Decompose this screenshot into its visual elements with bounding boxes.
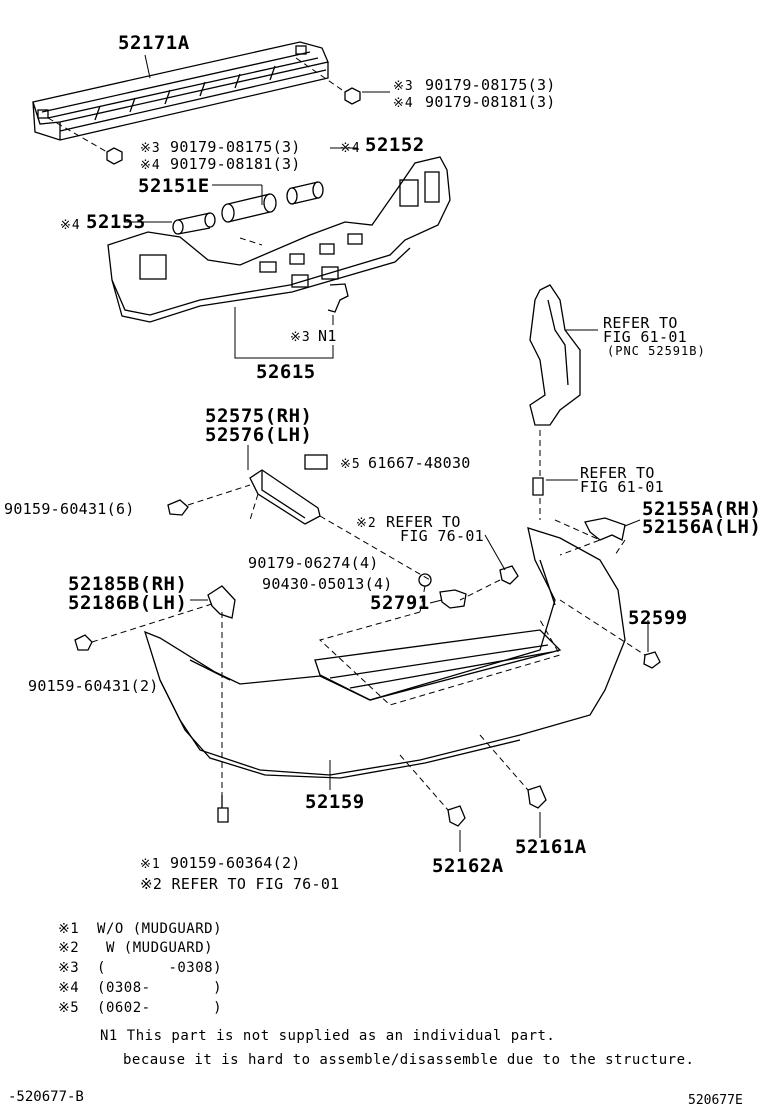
mark-3: ※3: [393, 79, 414, 94]
bracket-52185b-drawing: [207, 585, 236, 619]
ref-fig76-bottom: ※2 REFER TO FIG 76-01: [140, 875, 340, 893]
ref-fig61-b-line1: REFER TO: [580, 464, 655, 482]
fastener-label-left-2: 90179-08181(3): [170, 155, 301, 173]
clip-52791-drawing: [439, 589, 467, 609]
fastener-label-90159-60431-2: 90159-60431(2): [28, 677, 159, 695]
absorber-52615-drawing: [107, 156, 451, 323]
side-retainer-fig61-drawing: [529, 284, 581, 426]
ref-fig76-line2: FIG 76-01: [400, 527, 484, 545]
part-label-52615: 52615: [256, 361, 316, 383]
part-label-52153: 52153: [86, 211, 146, 233]
legend-4: ※4 (0308- ): [58, 980, 223, 996]
mark-3: ※3: [140, 141, 161, 156]
bracket-52575-drawing: [249, 469, 321, 525]
fastener-label-90159-60431-6: 90159-60431(6): [4, 500, 135, 518]
bumper-cover-52159-drawing: [143, 527, 626, 779]
legend-3: ※3 ( -0308): [58, 960, 223, 976]
fastener-label-90179-06274: 90179-06274(4): [248, 554, 379, 572]
ref-fig61-a-line3: (PNC 52591B): [607, 344, 706, 358]
legend-1: ※1 W/O (MUDGUARD): [58, 921, 223, 937]
part-label-52151e: 52151E: [138, 175, 210, 197]
screws-drawing: [74, 477, 661, 827]
mark-4: ※4: [140, 158, 161, 173]
mark-4: ※4: [60, 218, 81, 233]
fastener-label-90159-60364: 90159-60364(2): [170, 854, 301, 872]
retainer-52155a-drawing: [584, 517, 626, 541]
part-label-52185b: 52185B(RH): [68, 573, 188, 595]
fastener-label-top-right-1: 90179-08175(3): [425, 76, 556, 94]
note-n1-marker: N1: [318, 327, 337, 345]
ref-fig76-line1: REFER TO: [386, 513, 461, 531]
part-label-52791: 52791: [370, 592, 430, 614]
part-label-52186b: 52186B(LH): [68, 592, 188, 614]
mark-3: ※3: [290, 330, 311, 345]
part-label-52171a: 52171A: [118, 32, 190, 54]
spacer-52151e-drawing: [221, 193, 277, 223]
mark-1: ※1: [140, 857, 161, 872]
part-label-52576: 52576(LH): [205, 424, 313, 446]
mark-5: ※5: [340, 457, 361, 472]
part-label-52152: 52152: [365, 134, 425, 156]
footer-code-left: -520677-B: [8, 1089, 84, 1105]
legend-5: ※5 (0602- ): [58, 1000, 223, 1016]
spacer-52153-drawing: [172, 212, 216, 235]
ref-fig61-a-line1: REFER TO: [603, 314, 678, 332]
note-n1-line1: N1 This part is not supplied as an indiv…: [100, 1028, 556, 1044]
legend-2: ※2 W (MUDGUARD): [58, 940, 214, 956]
fastener-label-90430-05013: 90430-05013(4): [262, 575, 393, 593]
part-label-52162a: 52162A: [432, 855, 504, 877]
part-label-52575: 52575(RH): [205, 405, 313, 427]
nut-left: [106, 147, 123, 165]
mark-4: ※4: [393, 96, 414, 111]
note-n1-line2: because it is hard to assemble/disassemb…: [123, 1052, 695, 1068]
fastener-label-left-1: 90179-08175(3): [170, 138, 301, 156]
part-label-52599: 52599: [628, 607, 688, 629]
part-label-52155a: 52155A(RH): [642, 498, 760, 520]
part-label-52156a: 52156A(LH): [642, 516, 760, 538]
mark-4: ※4: [340, 141, 361, 156]
reinforcement-52171a-drawing: [32, 41, 329, 141]
part-label-61667: 61667-48030: [368, 454, 471, 472]
label-61667: [304, 454, 328, 470]
part-label-52161a: 52161A: [515, 836, 587, 858]
fastener-label-top-right-2: 90179-08181(3): [425, 93, 556, 111]
footer-code-right: 520677E: [688, 1093, 743, 1108]
ref-fig61-a-line2: FIG 61-01: [603, 328, 687, 346]
mark-2: ※2: [356, 516, 377, 531]
part-label-52159: 52159: [305, 791, 365, 813]
nut-top-right: [344, 87, 361, 105]
spacer-52152-drawing: [286, 181, 324, 205]
ref-fig61-b-line2: FIG 61-01: [580, 478, 664, 496]
